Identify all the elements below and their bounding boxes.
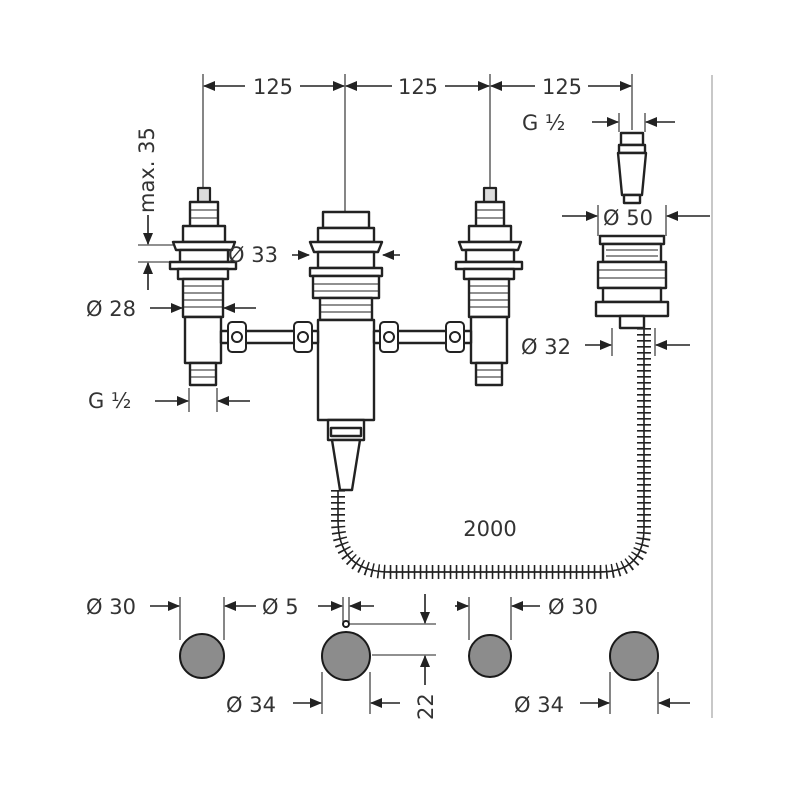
pin-hole	[342, 620, 350, 628]
dia-30-left-dimension	[150, 597, 256, 640]
dia-32-dimension	[585, 328, 690, 356]
left-valve	[168, 186, 238, 387]
spacing-label-1: 125	[253, 75, 293, 99]
dia-30-right-dimension	[455, 597, 540, 640]
cutout-circle-1	[179, 633, 225, 679]
spout-assembly	[594, 131, 670, 330]
cutout-circle-3	[468, 634, 512, 678]
dia-34-right-label: Ø 34	[514, 693, 564, 717]
dia-50-label: Ø 50	[603, 206, 653, 230]
dia-30-left-label: Ø 30	[86, 595, 136, 619]
right-valve	[454, 186, 524, 387]
thread-top-dimension	[592, 113, 675, 132]
hose-length-label: 2000	[463, 517, 516, 541]
spacing-label-3: 125	[542, 75, 582, 99]
dia-28-label: Ø 28	[86, 297, 136, 321]
hose	[330, 328, 651, 579]
thread-top-label: G ½	[522, 111, 565, 135]
dia-34-left-label: Ø 34	[226, 693, 276, 717]
center-valve	[308, 210, 384, 442]
cutout-circle-4	[609, 631, 659, 681]
dia-32-label: Ø 32	[521, 335, 571, 359]
dia-50-dimension	[562, 205, 710, 236]
dia-34-left-dimension	[293, 672, 400, 714]
max-height-label: max. 35	[135, 127, 159, 213]
dia-33-label: Ø 33	[228, 243, 278, 267]
dia-30-right-label: Ø 30	[548, 595, 598, 619]
connecting-pipes	[219, 321, 473, 353]
spacing-dimension-group	[202, 74, 633, 212]
dia-5-label: Ø 5	[262, 595, 299, 619]
cutout-circle-2	[321, 631, 371, 681]
thread-left-label: G ½	[88, 389, 131, 413]
depth-22-label: 22	[414, 693, 438, 720]
depth-22-dimension	[350, 594, 436, 685]
dia-5-dimension	[318, 597, 374, 622]
thread-left-dimension	[155, 388, 250, 412]
dia-34-right-dimension	[580, 672, 690, 714]
spacing-label-2: 125	[398, 75, 438, 99]
